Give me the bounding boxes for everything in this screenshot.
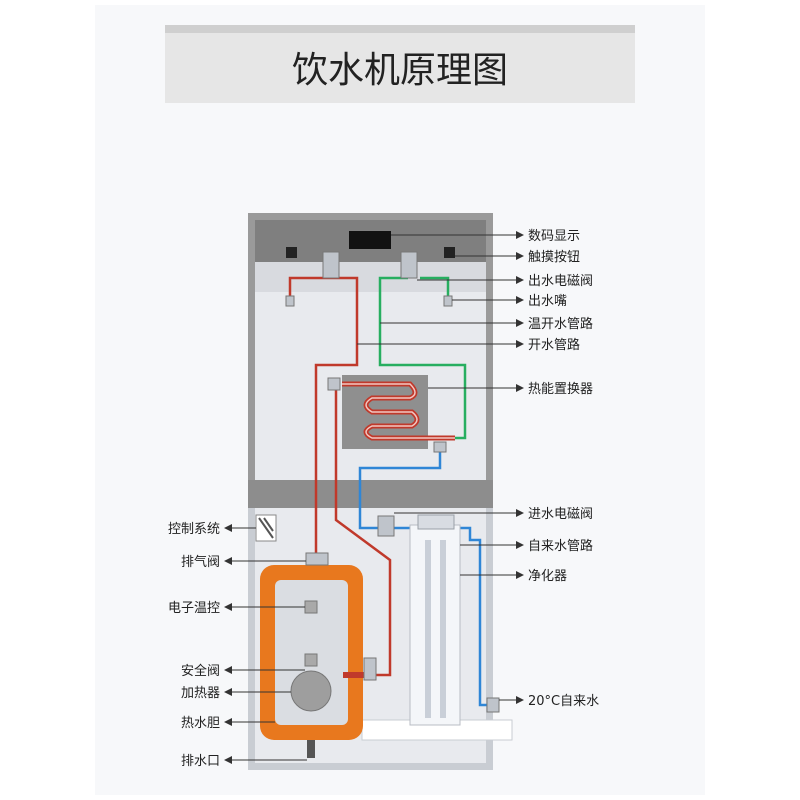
warm-nozzle-pipe	[420, 276, 450, 298]
valves	[285, 251, 500, 713]
thermo-sensor	[304, 600, 318, 614]
hot-return-pipe	[334, 384, 392, 677]
safety-valve-port	[304, 653, 318, 667]
vent-valve	[305, 552, 329, 566]
label-outlet-valve: 出水电磁阀	[528, 274, 593, 289]
drip-tray-band	[248, 480, 493, 508]
leader-arrows-right	[516, 231, 524, 704]
label-drain: 排水口	[181, 754, 220, 769]
label-thermo: 电子温控	[168, 601, 220, 616]
purifier	[409, 514, 461, 726]
label-safety: 安全阀	[181, 663, 220, 679]
digital-display	[349, 231, 391, 249]
touch-button-right	[444, 247, 455, 258]
title-banner	[165, 25, 635, 103]
touch-button-left	[286, 247, 297, 258]
label-tank: 热水胆	[181, 716, 220, 731]
outlet-valve-right	[400, 251, 418, 279]
nozzle-left	[285, 295, 295, 307]
warm-water-pipe	[378, 276, 467, 440]
label-vent: 排气阀	[181, 554, 220, 570]
exchanger-port-bottom	[433, 441, 447, 453]
exchanger-port-top	[327, 377, 341, 391]
tap-inlet-fitting	[486, 697, 500, 713]
exchanger-inlet-pipe	[358, 448, 442, 530]
label-tap-pipe: 自来水管路	[528, 538, 593, 554]
tank-outlet	[343, 672, 368, 678]
hot-water-tank	[260, 565, 368, 758]
safety-valve	[363, 657, 377, 681]
label-boil-pipe: 开水管路	[528, 337, 580, 353]
label-display: 数码显示	[528, 229, 580, 244]
control-system-box	[255, 514, 277, 542]
label-nozzle: 出水嘴	[528, 294, 567, 309]
heater-element	[290, 670, 332, 712]
leaders-left	[232, 527, 307, 761]
page-title: 饮水机原理图	[292, 50, 508, 91]
leaders-right	[357, 234, 516, 701]
drain-outlet	[307, 740, 315, 758]
heat-exchanger	[342, 375, 455, 449]
label-heat-exchanger: 热能置换器	[528, 382, 593, 397]
outlet-valve-left	[322, 251, 340, 279]
nozzle-right	[443, 295, 453, 307]
hot-nozzle-pipe	[288, 276, 330, 298]
boil-water-pipe	[314, 276, 359, 563]
label-warm-pipe: 温开水管路	[528, 316, 593, 332]
upper-unit	[248, 213, 493, 508]
label-inlet-valve: 进水电磁阀	[528, 507, 593, 522]
inlet-valve	[377, 515, 395, 537]
label-purifier: 净化器	[528, 569, 567, 584]
label-heater: 加热器	[181, 686, 220, 701]
label-control: 控制系统	[168, 522, 220, 537]
label-tap-water: 20°C自来水	[528, 694, 599, 709]
label-touch-button: 触摸按钮	[528, 250, 580, 265]
leader-arrows-left	[224, 524, 232, 764]
title-banner-topline	[165, 25, 635, 33]
